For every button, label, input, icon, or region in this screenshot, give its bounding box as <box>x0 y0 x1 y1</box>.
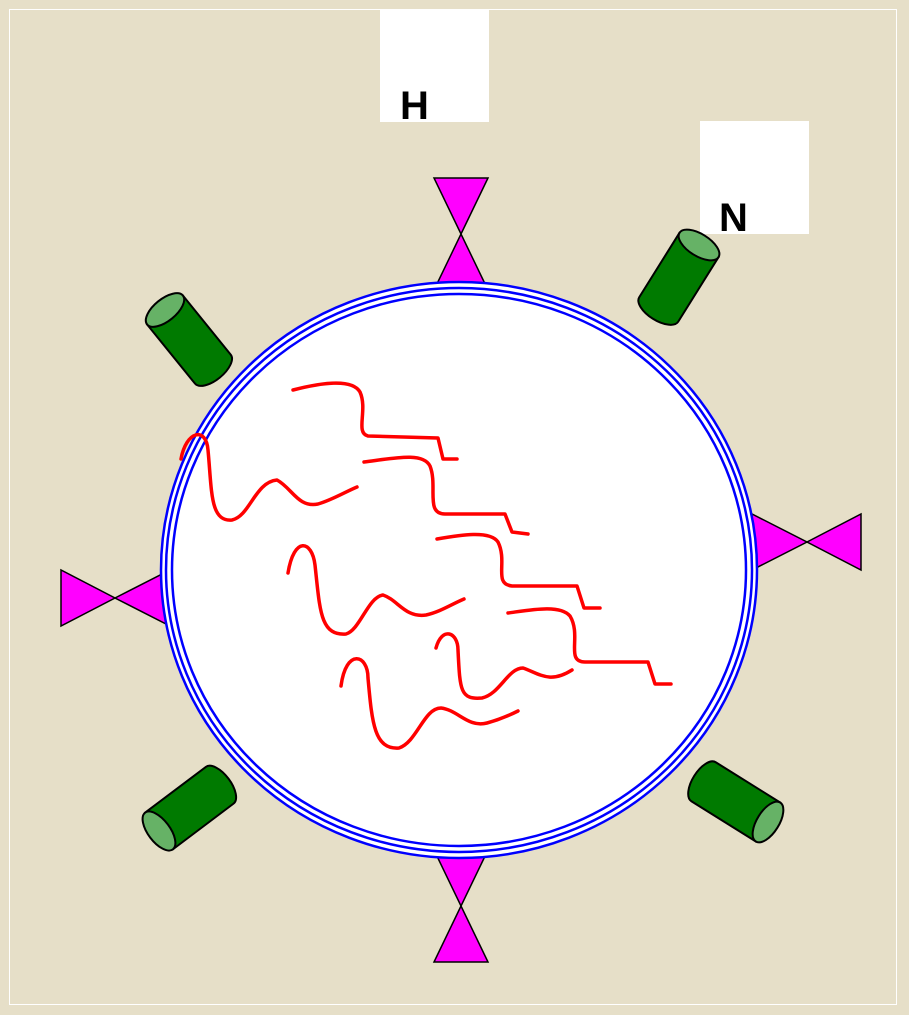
hemagglutinin-spike-top <box>432 177 490 291</box>
hemagglutinin-spike-right <box>751 512 862 572</box>
rna-segment-8 <box>339 657 520 750</box>
rna-segment-2 <box>179 432 359 522</box>
hemagglutinin-spike-bottom <box>432 849 490 963</box>
rna-segment-4 <box>435 532 602 610</box>
h-label: H <box>400 84 429 128</box>
rna-segments <box>179 381 673 750</box>
rna-segment-5 <box>286 544 466 636</box>
hemagglutinin-spike-left <box>60 568 171 628</box>
neuraminidase-spike-bottom-left <box>135 759 244 857</box>
n-label: N <box>719 196 748 240</box>
n-label-box <box>700 121 809 234</box>
h-label-box <box>380 10 489 122</box>
rna-segment-1 <box>291 381 459 461</box>
neuraminidase-spike-bottom-right <box>681 755 791 849</box>
rna-segment-7 <box>434 632 574 700</box>
rna-segment-3 <box>362 455 530 536</box>
neuraminidase-spike-top-right <box>632 222 726 332</box>
neuraminidase-spike-top-left <box>139 285 239 394</box>
viral-envelope <box>159 280 759 860</box>
rna-segment-6 <box>506 607 673 686</box>
